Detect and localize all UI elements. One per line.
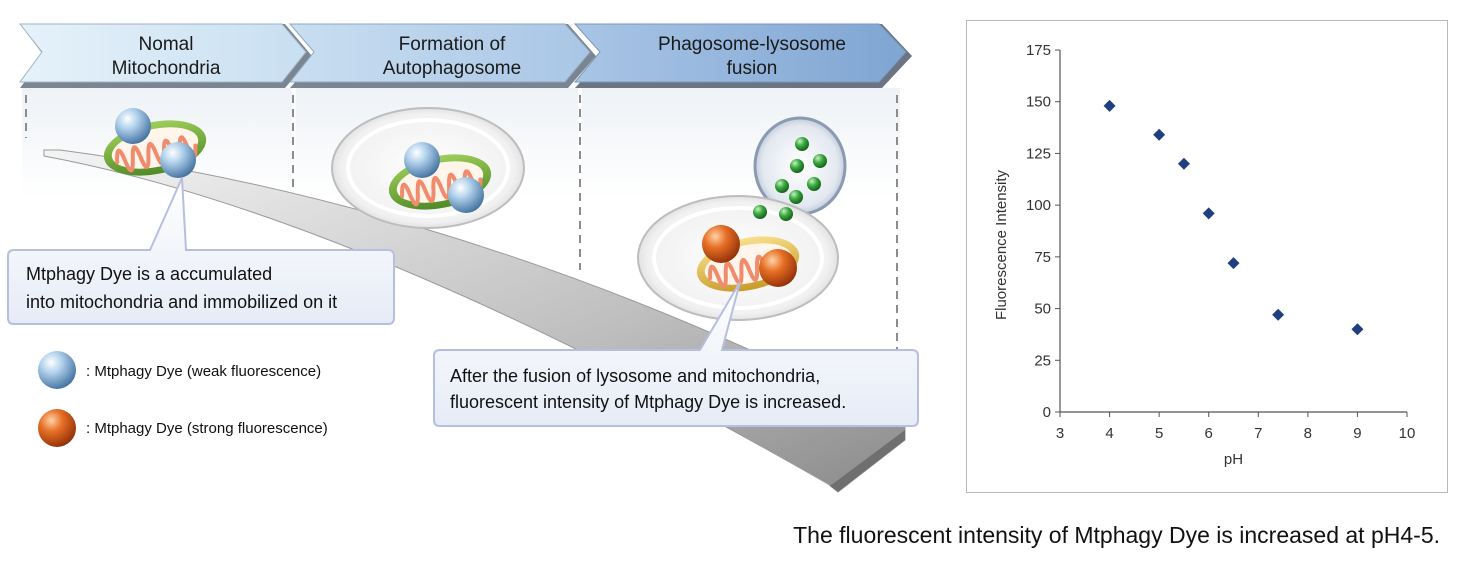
x-tick-label: 4	[1105, 425, 1113, 442]
ph-fluorescence-chart: 0 25 50 75 100 125 150 175 3 4 5 6 7 8 9 10 pH Fluoresc…	[993, 42, 1415, 468]
lysosome-enzyme-dot	[795, 137, 809, 151]
lysosome-enzyme-dot	[779, 207, 793, 221]
callout-left-line2: into mitochondria and immobilized on it	[26, 292, 337, 312]
x-tick-label: 10	[1399, 425, 1416, 442]
y-tick-label: 75	[1034, 249, 1051, 266]
panel-3-bg	[582, 88, 900, 198]
stage-banner-1: Nomal Mitochondria	[18, 23, 312, 88]
y-tick-label: 0	[1043, 404, 1051, 421]
legend-strong-label: : Mtphagy Dye (strong fluorescence)	[86, 420, 328, 437]
stage-banner-2: Formation of Autophagosome	[288, 23, 596, 88]
stage-2-line1: Formation of	[399, 34, 506, 55]
chart-frame	[966, 20, 1448, 493]
legend-strong-icon	[38, 409, 76, 447]
x-tick-label: 6	[1205, 425, 1213, 442]
autophagosome-membrane	[346, 118, 510, 218]
y-tick-label: 175	[1026, 42, 1051, 59]
lysosome-enzyme-dot	[775, 179, 789, 193]
y-tick-label: 100	[1026, 197, 1051, 214]
chart-points	[1103, 99, 1364, 336]
chart-axes	[1059, 50, 1407, 413]
x-axis-label: pH	[1224, 451, 1243, 468]
dye-strong-ball	[759, 249, 797, 287]
data-point	[1202, 207, 1215, 220]
x-tick-label: 8	[1304, 425, 1312, 442]
data-point	[1227, 257, 1240, 270]
x-tick-label: 9	[1353, 425, 1361, 442]
lysosome-enzyme-dot	[813, 154, 827, 168]
x-tick-label: 5	[1155, 425, 1163, 442]
x-tick-label: 7	[1254, 425, 1262, 442]
dye-weak-ball	[160, 142, 196, 178]
lysosome-enzyme-dot	[789, 190, 803, 204]
data-point	[1351, 323, 1364, 336]
chart-ticks: 0 25 50 75 100 125 150 175 3 4 5 6 7 8 9 10	[1026, 42, 1415, 442]
figure-caption: The fluorescent intensity of Mtphagy Dye…	[793, 522, 1440, 548]
y-tick-label: 125	[1026, 145, 1051, 162]
data-point	[1177, 157, 1190, 170]
data-point	[1272, 308, 1285, 321]
stage-3-line2: fusion	[727, 58, 778, 79]
dye-weak-ball	[448, 177, 484, 213]
y-tick-label: 150	[1026, 94, 1051, 111]
data-point	[1153, 128, 1166, 141]
callout-left-line1: Mtphagy Dye is a accumulated	[26, 264, 272, 284]
stage-1-line1: Nomal	[139, 34, 194, 55]
lysosome-enzyme-dot	[807, 177, 821, 191]
callout-right: After the fusion of lysosome and mitocho…	[433, 281, 919, 427]
callout-right-line1: After the fusion of lysosome and mitocho…	[450, 366, 820, 386]
dye-strong-ball	[702, 225, 740, 263]
lysosome-enzyme-dot	[753, 205, 767, 219]
legend-weak-label: : Mtphagy Dye (weak fluorescence)	[86, 363, 321, 380]
stage-2-line2: Autophagosome	[383, 58, 521, 79]
dye-weak-ball	[404, 142, 440, 178]
callout-left: Mtphagy Dye is a accumulated into mitoch…	[7, 177, 395, 325]
ramp-tip	[830, 430, 905, 492]
stage-1-line2: Mitochondria	[112, 58, 221, 79]
data-point	[1103, 99, 1116, 112]
x-tick-label: 3	[1056, 425, 1064, 442]
y-axis-label: Fluorescence Intensity	[993, 169, 1010, 320]
lysosome-enzyme-dot	[790, 159, 804, 173]
callout-right-line2: fluorescent intensity of Mtphagy Dye is …	[450, 392, 846, 412]
stage-3-line1: Phagosome-lysosome	[658, 34, 846, 55]
dye-weak-ball	[115, 108, 151, 144]
stage-banner-3: Phagosome-lysosome fusion	[573, 23, 912, 88]
autolysosome-membrane	[652, 206, 824, 310]
y-tick-label: 25	[1034, 352, 1051, 369]
legend-weak-icon	[38, 351, 76, 389]
legend: : Mtphagy Dye (weak fluorescence) : Mtph…	[38, 351, 328, 447]
y-tick-label: 50	[1034, 301, 1051, 318]
